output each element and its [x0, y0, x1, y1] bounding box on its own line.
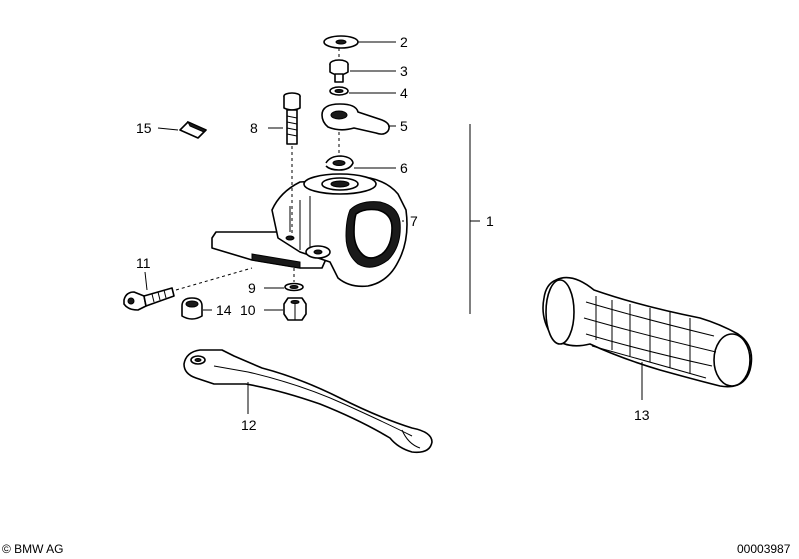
label-8: 8 [250, 120, 258, 136]
part-3-screw [329, 59, 349, 83]
part-2-cap [323, 35, 359, 49]
label-7: 7 [410, 213, 418, 229]
label-6: 6 [400, 160, 408, 176]
axis-line [175, 267, 253, 291]
label-12: 12 [241, 417, 257, 433]
part-5-adjuster-lever [321, 103, 390, 135]
part-8-bolt [283, 92, 301, 145]
label-11: 11 [136, 255, 151, 271]
part-7-bracket-housing [211, 173, 408, 288]
copyright-text: © BMW AG [2, 542, 64, 556]
part-9-washer [284, 282, 304, 292]
part-14-bushing [181, 297, 203, 320]
part-12-hand-lever [183, 349, 433, 454]
label-5: 5 [400, 118, 408, 134]
part-13-handlebar-grip [542, 276, 753, 388]
label-4: 4 [400, 85, 408, 101]
label-1: 1 [486, 213, 494, 229]
part-10-nut [283, 297, 307, 321]
part-6-circlip [325, 155, 354, 171]
label-2: 2 [400, 34, 408, 50]
label-15: 15 [136, 120, 152, 136]
label-9: 9 [248, 280, 256, 296]
label-13: 13 [634, 407, 650, 423]
drawing-number: 00003987 [737, 542, 791, 556]
part-15-wedge [179, 120, 207, 139]
leader-15 [157, 127, 179, 131]
label-10: 10 [240, 302, 256, 318]
leader-11 [144, 271, 148, 291]
part-11-cap-screw [123, 287, 175, 311]
part-4-washer [329, 86, 349, 96]
label-14: 14 [216, 302, 232, 318]
label-3: 3 [400, 63, 408, 79]
